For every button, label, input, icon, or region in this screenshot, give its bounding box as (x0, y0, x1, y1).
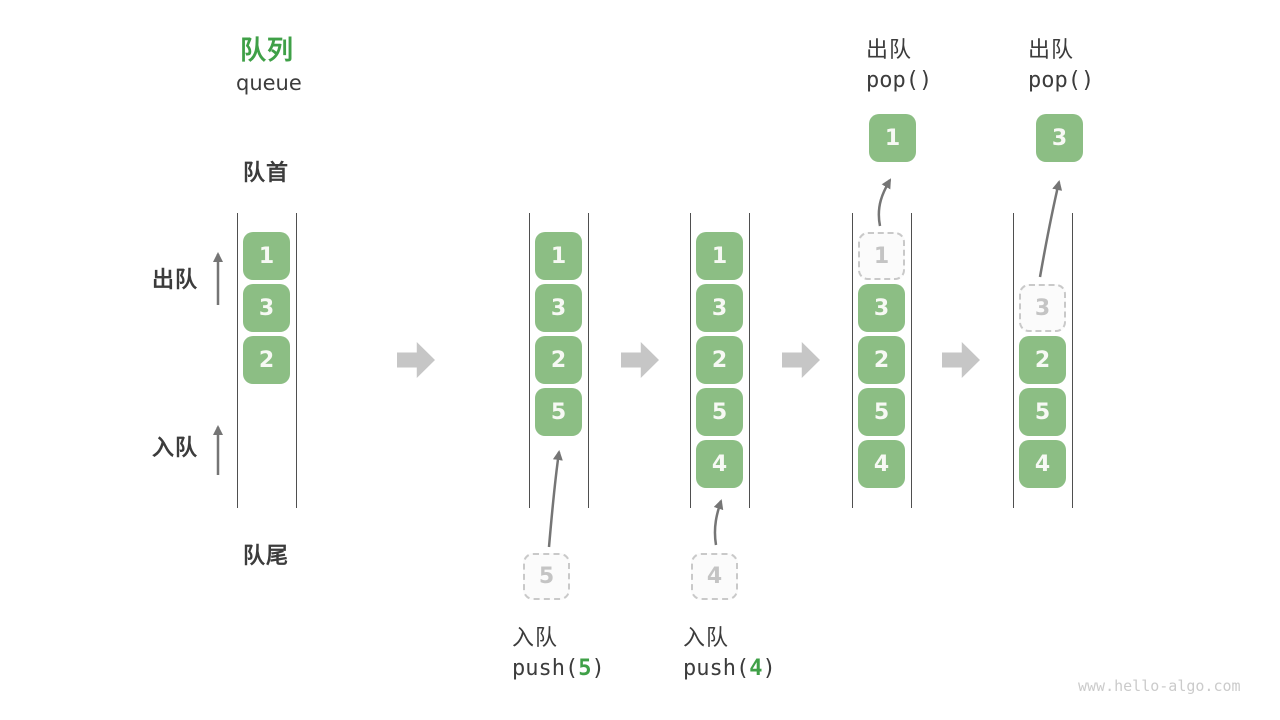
code-text: ) (591, 656, 605, 681)
queue-front-label: 队首 (243, 161, 290, 186)
push5-code-label: push(5) (512, 656, 605, 681)
queue-state-1-container (237, 213, 297, 508)
queue-state-3-container (690, 213, 750, 508)
pop1-op-label: 出队 (866, 38, 913, 63)
push4-op-label: 入队 (683, 626, 730, 651)
queue-state-5-container (1013, 213, 1073, 508)
queue-state-4-container (852, 213, 912, 508)
state-transition-arrow-1 (397, 342, 435, 378)
dequeue-side-label: 出队 (152, 268, 199, 293)
queue-cell: 5 (858, 388, 905, 436)
watermark: www.hello-algo.com (1078, 677, 1241, 695)
state-transition-arrow-2 (621, 342, 659, 378)
enqueue-side-label: 入队 (152, 436, 199, 461)
code-text: ) (762, 656, 776, 681)
queue-cell: 5 (535, 388, 582, 436)
queue-cell: 3 (696, 284, 743, 332)
queue-cell: 2 (243, 336, 290, 384)
queue-cell: 4 (1019, 440, 1066, 488)
queue-cell: 1 (696, 232, 743, 280)
queue-cell: 2 (1019, 336, 1066, 384)
queue-cell: 1 (243, 232, 290, 280)
queue-cell: 3 (243, 284, 290, 332)
push4-code-label: push(4) (683, 656, 776, 681)
queue-cell: 5 (1019, 388, 1066, 436)
queue-cell: 3 (535, 284, 582, 332)
removed-cell-placeholder: 3 (1019, 284, 1066, 332)
diagram-title-zh: 队列 (240, 36, 295, 66)
push5-op-label: 入队 (512, 626, 559, 651)
code-text: push( (683, 656, 750, 681)
pop3-op-label: 出队 (1028, 38, 1075, 63)
queue-cell: 2 (696, 336, 743, 384)
queue-cell: 1 (535, 232, 582, 280)
popped-cell: 3 (1036, 114, 1083, 162)
state-transition-arrow-4 (942, 342, 980, 378)
diagram-title-en: queue (236, 71, 302, 95)
queue-cell: 4 (696, 440, 743, 488)
code-text: push( (512, 656, 579, 681)
queue-cell: 3 (858, 284, 905, 332)
code-arg: 4 (749, 656, 763, 681)
queue-cell: 2 (858, 336, 905, 384)
code-arg: 5 (578, 656, 592, 681)
queue-cell: 4 (858, 440, 905, 488)
incoming-cell-placeholder: 5 (523, 553, 570, 600)
state-transition-arrow-3 (782, 342, 820, 378)
queue-cell: 5 (696, 388, 743, 436)
queue-state-2-container (529, 213, 589, 508)
pop1-code-label: pop() (866, 68, 933, 93)
pop3-code-label: pop() (1028, 68, 1095, 93)
queue-rear-label: 队尾 (243, 544, 290, 569)
incoming-cell-placeholder: 4 (691, 553, 738, 600)
removed-cell-placeholder: 1 (858, 232, 905, 280)
popped-cell: 1 (869, 114, 916, 162)
queue-cell: 2 (535, 336, 582, 384)
